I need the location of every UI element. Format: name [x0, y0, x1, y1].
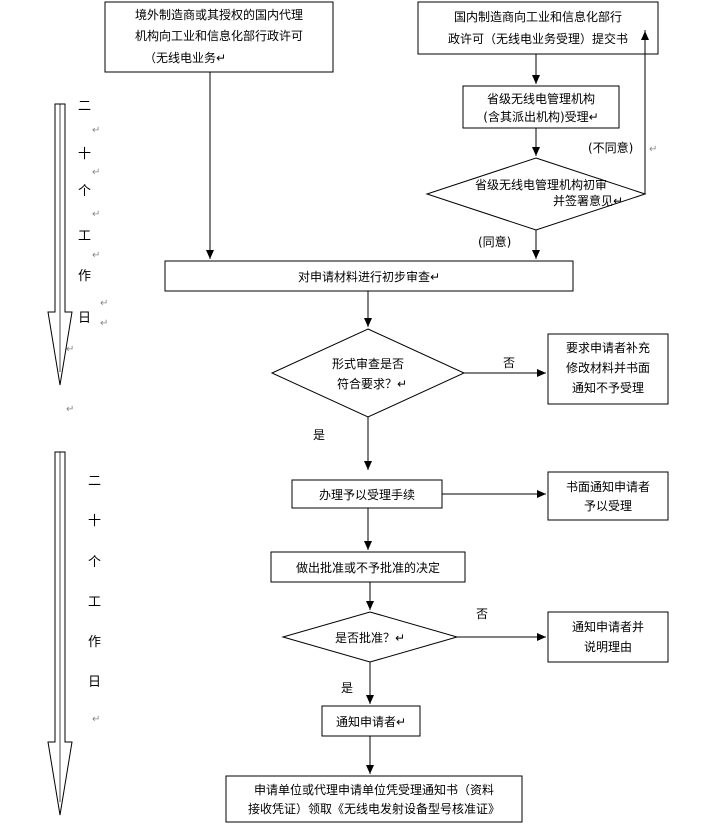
timeline-char: 个 [78, 184, 91, 199]
box-line: 通知申请者↵ [336, 715, 406, 729]
svg-text:↵: ↵ [92, 714, 100, 725]
svg-text:↵: ↵ [66, 344, 74, 355]
timeline-char: 工 [88, 595, 101, 610]
box-foreign-applicant: 境外制造商或其授权的国内代理 机构向工业和信息化部行政许可 （无线电业务↵ [104, 1, 334, 73]
timeline-text-first: 二 十 个 工 作 日 [78, 99, 91, 326]
box-line: 符合要求？↵ [337, 376, 407, 391]
label-no-approved: 否 [476, 607, 488, 621]
svg-text:↵: ↵ [649, 144, 657, 155]
svg-text:↵: ↵ [92, 250, 100, 261]
box-line: 国内制造商向工业和信息化部行 [454, 9, 622, 24]
box-line: 是否批准？↵ [335, 630, 405, 645]
timeline-char: 工 [78, 229, 91, 244]
timeline-char: 日 [78, 311, 91, 326]
timeline-text-second: 二 十 个 工 作 日 [88, 474, 101, 690]
box-line: 机构向工业和信息化部行政许可 [135, 28, 303, 43]
box-line: 接收凭证）领取《无线电发射设备型号核准证》 [248, 801, 500, 816]
svg-text:↵: ↵ [100, 298, 108, 309]
box-line: （无线电业务↵ [144, 50, 226, 65]
box-provincial-accept: 省级无线电管理机构 (含其派出机构)受理↵ [462, 85, 620, 129]
timeline-char: 作 [88, 635, 101, 650]
box-line: 省级无线电管理机构 [487, 91, 595, 106]
label-no-form: 否 [503, 356, 515, 370]
box-notify-applicant: 通知申请者↵ [321, 705, 421, 737]
box-line: 政许可（无线电业务受理）提交书 [448, 31, 628, 46]
box-line: 要求申请者补充 [566, 340, 650, 355]
box-line: 予以受理 [584, 499, 632, 513]
timeline-arrow-second [47, 451, 73, 816]
label-yes-form: 是 [313, 428, 325, 442]
box-notify-accept: 书面通知申请者 予以受理 [547, 471, 669, 521]
box-line: 并签署意见↵ [553, 193, 623, 208]
box-line: 办理予以受理手续 [319, 487, 415, 502]
diamond-approved: 是否批准？↵ [281, 611, 459, 663]
label-yes-approved: 是 [341, 681, 353, 695]
connectors [206, 30, 649, 774]
box-decision: 做出批准或不予批准的决定 [270, 551, 466, 583]
box-line: (含其派出机构)受理↵ [483, 109, 598, 124]
box-line: 通知申请者并 [572, 620, 644, 634]
box-line: 形式审查是否 [332, 356, 404, 371]
box-line: 通知不予受理 [572, 381, 644, 395]
box-domestic-applicant: 国内制造商向工业和信息化部行 政许可（无线电业务受理）提交书 [417, 1, 659, 55]
timeline-char: 二 [88, 474, 101, 489]
box-line: 做出批准或不予批准的决定 [296, 560, 440, 575]
box-supplement: 要求申请者补充 修改材料并书面 通知不予受理 [547, 333, 669, 405]
timeline-char: 个 [88, 555, 101, 570]
timeline-arrow-first [47, 103, 73, 386]
timeline-char: 日 [88, 675, 101, 690]
box-line: 书面通知申请者 [566, 480, 650, 494]
svg-text:↵: ↵ [66, 404, 74, 415]
label-agree: (同意) [478, 234, 511, 249]
box-line: 省级无线电管理机构初审 [475, 177, 607, 192]
box-line: 对申请材料进行初步审查↵ [298, 269, 440, 284]
box-line: 说明理由 [584, 639, 632, 654]
timeline-char: 十 [78, 147, 91, 162]
diamond-form-check: 形式审查是否 符合要求？↵ [270, 328, 466, 418]
timeline-char: 二 [78, 99, 91, 114]
timeline-char: 十 [88, 514, 101, 529]
svg-text:↵: ↵ [92, 125, 100, 136]
box-handle-acceptance: 办理予以受理手续 [291, 479, 443, 509]
box-collect-certificate: 申请单位或代理申请单位凭受理通知书（资料 接收凭证）领取《无线电发射设备型号核准… [225, 775, 523, 823]
timeline-char: 作 [78, 269, 91, 284]
label-disagree: (不同意) [588, 140, 633, 155]
box-initial-review: 对申请材料进行初步审查↵ [164, 260, 574, 292]
box-notify-reason: 通知申请者并 说明理由 [547, 611, 669, 663]
box-line: 申请单位或代理申请单位凭受理通知书（资料 [254, 782, 494, 797]
svg-text:↵: ↵ [100, 318, 108, 329]
svg-text:↵: ↵ [92, 167, 100, 178]
svg-text:↵: ↵ [92, 209, 100, 220]
diamond-provincial-review: 省级无线电管理机构初审 并签署意见↵ [425, 157, 647, 231]
box-line: 修改材料并书面 [566, 360, 650, 375]
box-line: 境外制造商或其授权的国内代理 [135, 7, 303, 22]
